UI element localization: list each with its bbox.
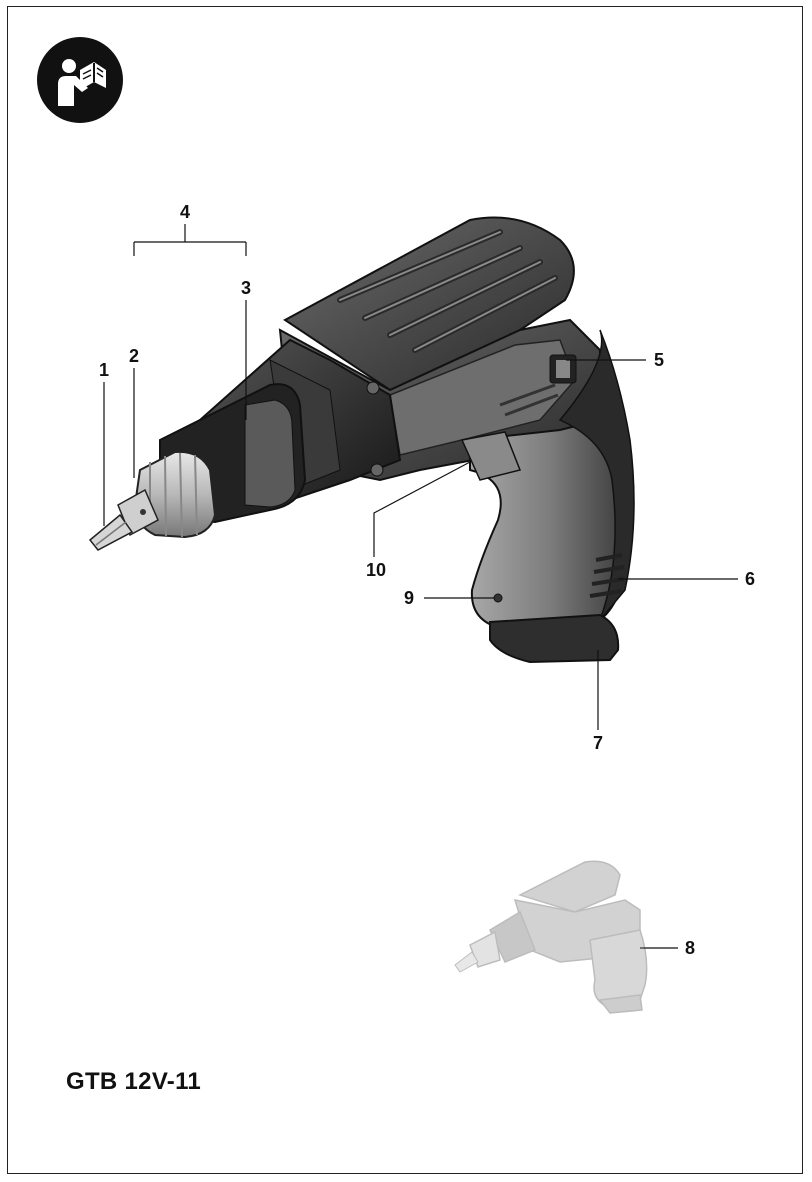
callout-6: 6	[744, 569, 756, 589]
callout-2: 2	[128, 346, 140, 366]
callout-4: 4	[179, 202, 191, 222]
callout-3: 3	[240, 278, 252, 298]
callout-7: 7	[592, 733, 604, 753]
main-tool-drawing	[88, 216, 635, 664]
model-name: GTB 12V-11	[66, 1068, 202, 1095]
callout-10: 10	[365, 560, 387, 580]
callout-9: 9	[403, 588, 415, 608]
page-frame	[7, 6, 803, 1174]
callout-5: 5	[653, 350, 665, 370]
callout-lines	[103, 224, 738, 949]
read-manual-icon	[37, 37, 123, 123]
callout-8: 8	[684, 938, 696, 958]
callout-1: 1	[98, 360, 110, 380]
small-tool-drawing	[454, 860, 648, 1014]
